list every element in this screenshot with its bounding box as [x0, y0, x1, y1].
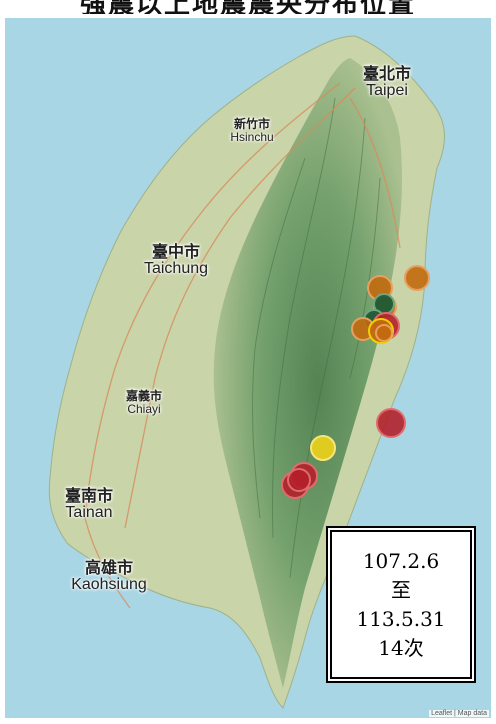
map-attribution[interactable]: Leaflet | Map data — [429, 710, 489, 717]
epicenter-markers — [281, 265, 430, 499]
epicenter-marker — [404, 265, 430, 291]
city-label-hsinchu: 新竹市 Hsinchu — [230, 117, 274, 144]
map-title: 強震以上地震震央分布位置 — [0, 0, 496, 14]
road-network — [84, 82, 401, 609]
epicenter-marker — [287, 468, 311, 492]
city-label-taichung: 臺中市 Taichung — [143, 242, 209, 277]
city-label-kaohsiung: 高雄市 Kaohsiung — [71, 558, 147, 593]
epicenter-marker — [376, 408, 406, 438]
taiwan-map[interactable]: 臺北市 Taipei 新竹市 Hsinchu 臺中市 Taichung 嘉義市 … — [5, 18, 491, 718]
start-date: 107.2.6 — [362, 548, 440, 573]
range-connector: 至 — [391, 577, 411, 602]
city-label-taipei: 臺北市 Taipei — [362, 64, 411, 99]
end-date: 113.5.31 — [356, 606, 446, 631]
city-label-chiayi: 嘉義市 Chiayi — [125, 389, 162, 416]
event-count: 14次 — [378, 635, 424, 660]
date-range-box: 107.2.6 至 113.5.31 14次 — [330, 530, 472, 679]
map-canvas — [48, 35, 445, 709]
epicenter-marker — [310, 435, 336, 461]
city-label-tainan: 臺南市 Tainan — [64, 486, 113, 521]
central-mountains — [213, 58, 402, 688]
epicenter-marker — [375, 324, 393, 342]
